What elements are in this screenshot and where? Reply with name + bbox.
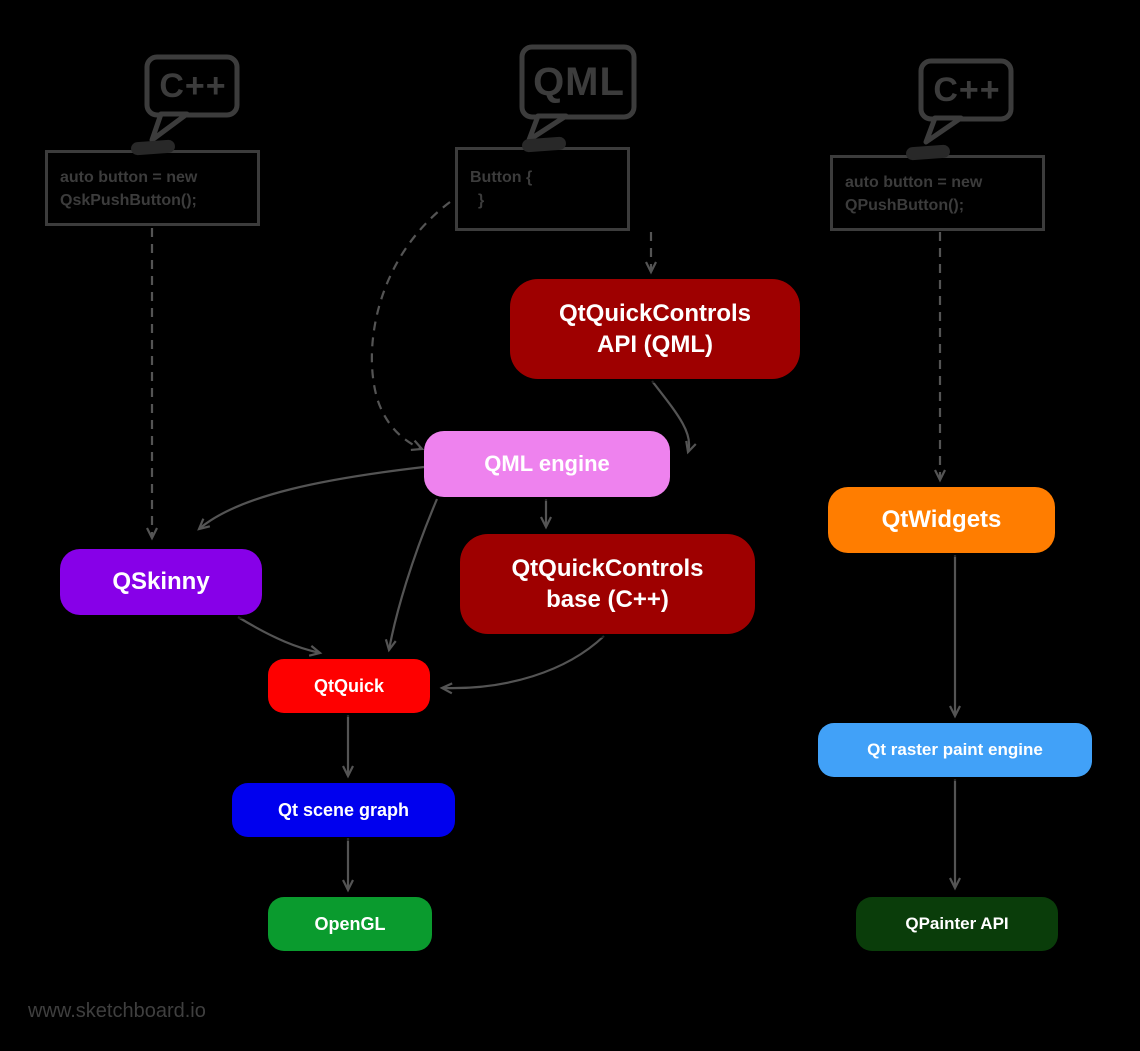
node-label: OpenGL xyxy=(314,913,386,934)
speech-bubble-qml: QML xyxy=(518,43,640,145)
node-label: QtQuickControls xyxy=(511,555,704,582)
code-line: auto button = new xyxy=(60,169,198,186)
node-label: QtQuickControls xyxy=(558,300,751,327)
node-qpainter-api: QPainter API xyxy=(856,897,1058,951)
speech-bubble-outline xyxy=(144,54,240,143)
edge-qmlcode-to-qmlengine xyxy=(370,201,451,452)
code-box-qml-button: Button { } xyxy=(455,147,630,231)
code-box-qskpushbutton: auto button = new QskPushButton(); xyxy=(45,150,260,226)
edge-qmlengine-to-qskinny xyxy=(197,465,425,531)
sketchboard-watermark: www.sketchboard.io xyxy=(28,1000,206,1022)
node-label: API (QML) xyxy=(597,331,713,358)
node-label: QPainter API xyxy=(905,914,1009,933)
edge-qqcapi-to-qmlengine xyxy=(651,380,697,455)
bubble-label: QML xyxy=(533,59,625,104)
edge-qqcbase-to-qtquick xyxy=(439,635,605,695)
node-qml-engine: QML engine xyxy=(424,431,670,497)
node-label: QML engine xyxy=(484,451,610,476)
bubble-label: C++ xyxy=(159,66,227,105)
speech-bubble-cpp-left: C++ xyxy=(143,53,243,145)
speech-bubble-cpp-right: C++ xyxy=(917,57,1017,145)
node-qtquickcontrols-base: QtQuickControls base (C++) xyxy=(460,534,755,634)
node-qtquickcontrols-api: QtQuickControls API (QML) xyxy=(510,279,800,379)
node-label: Qt scene graph xyxy=(277,799,410,820)
code-line: } xyxy=(478,192,485,209)
code-line: QPushButton(); xyxy=(845,197,965,214)
code-box-qpushbutton: auto button = new QPushButton(); xyxy=(830,155,1045,231)
code-line: auto button = new xyxy=(845,174,983,191)
node-label: QSkinny xyxy=(112,568,210,595)
node-qtquick: QtQuick xyxy=(268,659,430,713)
node-qtwidgets: QtWidgets xyxy=(828,487,1055,553)
code-line: Button { xyxy=(470,169,533,186)
node-opengl: OpenGL xyxy=(268,897,432,951)
node-label: Qt raster paint engine xyxy=(867,740,1043,759)
node-label: base (C++) xyxy=(546,586,669,613)
bubble-label: C++ xyxy=(933,70,1001,109)
node-label: QtWidgets xyxy=(881,506,1002,533)
node-qskinny: QSkinny xyxy=(60,549,262,615)
edge-qmlengine-to-qtquick xyxy=(384,498,439,653)
speech-bubble-outline xyxy=(519,44,637,143)
node-label: QtQuick xyxy=(313,675,384,696)
node-qt-raster-paint-engine: Qt raster paint engine xyxy=(818,723,1092,777)
edge-qskinny-to-qtquick xyxy=(237,616,323,657)
node-qt-scene-graph: Qt scene graph xyxy=(232,783,455,837)
speech-bubble-outline xyxy=(918,58,1014,145)
code-line: QskPushButton(); xyxy=(60,192,197,209)
